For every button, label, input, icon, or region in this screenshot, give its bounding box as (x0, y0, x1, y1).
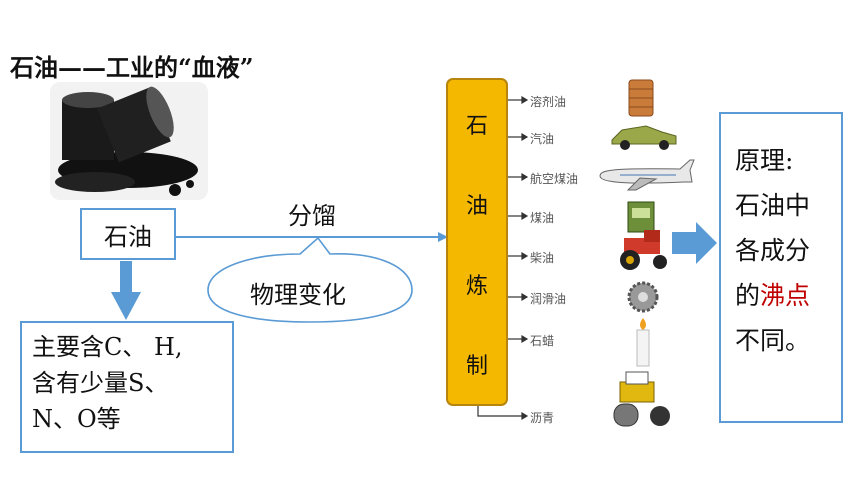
composition-box: 主要含C、 H, 含有少量S、 N、O等 (20, 321, 234, 453)
crude-to-column-arrowhead (438, 232, 448, 242)
column-char: 炼 (465, 274, 488, 299)
product-label: 航空煤油 (530, 172, 579, 186)
page-title: 石油——工业的“血液” (10, 53, 254, 82)
product-label: 石蜡 (530, 334, 555, 348)
product-label: 柴油 (530, 251, 555, 265)
oil-barrel-icon (50, 82, 208, 200)
column-char: 石 (465, 114, 488, 139)
crude-oil-label: 石油 (104, 222, 152, 251)
physical-change-label: 物理变化 (250, 281, 346, 309)
gear-icon (627, 281, 659, 313)
principle-line: 石油中 (735, 191, 811, 220)
composition-line: N、O等 (32, 405, 121, 433)
solvent-barrels-icon (628, 79, 654, 117)
down-arrow (111, 261, 141, 320)
principle-box: 原理: 石油中 各成分 的沸点 不同。 (719, 112, 843, 423)
product-label: 汽油 (530, 132, 555, 146)
process-label: 分馏 (288, 202, 336, 230)
product-label: 润滑油 (530, 292, 567, 306)
column-char: 制 (465, 354, 488, 379)
product-label: 溶剂油 (530, 95, 567, 109)
physical-change-bubble (207, 236, 413, 323)
product-label: 煤油 (530, 211, 555, 225)
right-arrow (672, 222, 717, 264)
product-label: 沥青 (530, 411, 555, 425)
composition-line: 主要含C、 H, (32, 333, 183, 361)
refining-column: 石 油 炼 制 (446, 78, 508, 406)
product-arrows (477, 95, 529, 421)
principle-line: 的沸点 (735, 273, 829, 318)
tractor-icon (620, 230, 667, 270)
car-icon (611, 125, 677, 150)
stove-icon (627, 201, 655, 233)
column-char: 油 (465, 194, 488, 219)
road-roller-icon (613, 371, 670, 427)
candle-icon (636, 318, 650, 367)
composition-line: 含有少量S、 (32, 369, 169, 397)
crude-oil-box: 石油 (80, 208, 176, 260)
principle-prefix: 的 (735, 281, 761, 310)
principle-line: 原理: (735, 146, 794, 175)
airplane-icon (599, 159, 695, 191)
boiling-point-highlight: 沸点 (760, 281, 811, 310)
principle-line: 各成分 (735, 236, 811, 265)
principle-line: 不同。 (735, 326, 811, 355)
